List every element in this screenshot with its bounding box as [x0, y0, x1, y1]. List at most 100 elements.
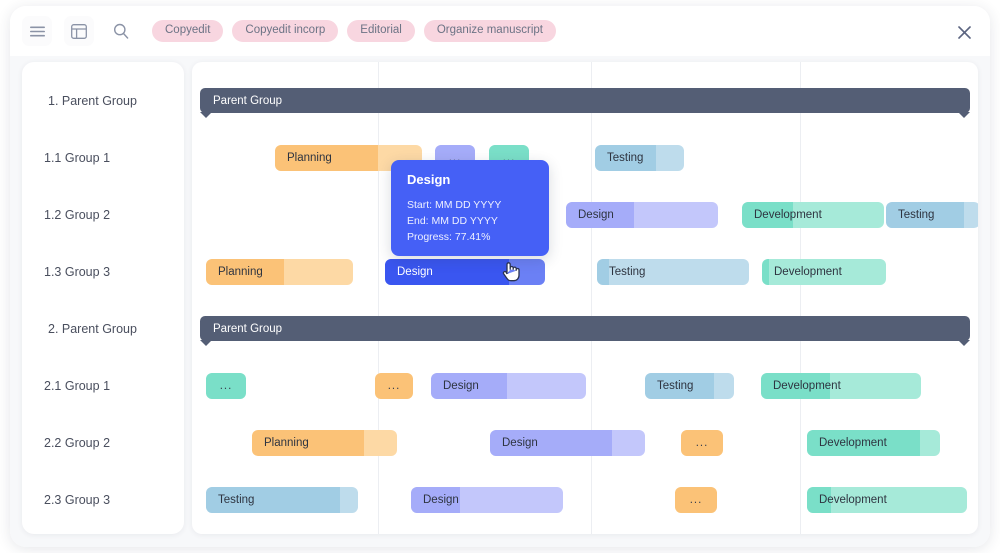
chip-copyedit[interactable]: Copyedit [152, 19, 224, 43]
sidebar-item-label: 2.2 Group 2 [44, 435, 111, 450]
search-icon[interactable] [106, 16, 136, 46]
tooltip-start-date: Start: MM DD YYYY [407, 199, 502, 211]
task-bar-design[interactable]: Design [566, 202, 718, 228]
task-progress-fill [807, 487, 831, 513]
task-bar-design[interactable]: Design [431, 373, 586, 399]
task-progress-fill [375, 373, 413, 399]
task-bar-collapsed[interactable]: ... [375, 373, 413, 399]
task-bar-development[interactable]: Development [807, 487, 967, 513]
timeline-gridline-1 [591, 62, 592, 534]
task-bar-design[interactable]: Design [490, 430, 645, 456]
hamburger-menu-icon[interactable] [22, 16, 52, 46]
task-bar-testing[interactable]: Testing [597, 259, 749, 285]
sidebar-item-1-parent-group[interactable]: 1. Parent Group [22, 72, 184, 129]
chip-organize-manuscript[interactable]: Organize manuscript [423, 19, 556, 43]
hamburger-glyph [29, 26, 45, 36]
sidebar-item-1-1-group-1[interactable]: 1.1 Group 1 [22, 129, 184, 186]
task-bar-label: Development [819, 494, 887, 506]
parent-bar-notch-icon [200, 112, 212, 118]
task-bar-collapsed[interactable]: ... [206, 373, 246, 399]
task-progress-fill [252, 430, 364, 456]
task-bar-development[interactable]: Development [762, 259, 886, 285]
task-bar-label: Testing [607, 152, 644, 164]
sidebar-item-2-1-group-1[interactable]: 2.1 Group 1 [22, 357, 184, 414]
task-progress-fill [595, 145, 656, 171]
task-progress-fill [206, 487, 340, 513]
tooltip-end-date: End: MM DD YYYY [407, 215, 498, 227]
task-progress-fill [566, 202, 635, 228]
task-bar-planning[interactable]: Planning [206, 259, 353, 285]
tooltip-title: Design [407, 172, 451, 187]
parent-group-bar[interactable]: Parent Group [200, 316, 970, 346]
task-bar-label: Development [819, 437, 887, 449]
chip-editorial[interactable]: Editorial [347, 19, 415, 43]
task-bar-planning[interactable]: Planning [252, 430, 397, 456]
table-glyph [71, 23, 87, 39]
task-bar-testing[interactable]: Testing [206, 487, 358, 513]
parent-bar-notch-icon [200, 340, 212, 346]
parent-group-bar[interactable]: Parent Group [200, 88, 970, 118]
sidebar-item-1-3-group-3[interactable]: 1.3 Group 3 [22, 243, 184, 300]
task-progress-fill [385, 259, 509, 285]
task-bar-label: Testing [609, 266, 646, 278]
task-progress-fill [807, 430, 921, 456]
task-bar-label: ... [387, 380, 401, 392]
task-progress-fill [206, 373, 246, 399]
tooltip-progress: Progress: 77.41% [407, 231, 491, 243]
task-bar-development[interactable]: Development [742, 202, 884, 228]
task-bar-collapsed[interactable]: ... [681, 430, 723, 456]
search-glyph [114, 23, 129, 39]
task-bar-label: Planning [218, 266, 263, 278]
task-bar-planning[interactable]: Planning [275, 145, 422, 171]
task-bar-label: Planning [264, 437, 309, 449]
task-bar-label: Planning [287, 152, 332, 164]
task-bar-label: ... [695, 437, 709, 449]
task-bar-development[interactable]: Development [807, 430, 940, 456]
task-progress-fill [681, 430, 723, 456]
task-bar-label: ... [448, 152, 462, 164]
sidebar-item-label: 1. Parent Group [48, 93, 137, 108]
timeline-gridline-2 [800, 62, 801, 534]
table-view-icon[interactable] [64, 16, 94, 46]
task-bar-label: ... [689, 494, 703, 506]
top-toolbar: Copyedit Copyedit incorp Editorial Organ… [10, 6, 990, 57]
sidebar-item-label: 2. Parent Group [48, 321, 137, 336]
task-bar-label: Development [754, 209, 822, 221]
parent-group-bar-label: Parent Group [213, 94, 283, 107]
task-bar-label: Design [578, 209, 614, 221]
task-bar-design[interactable]: Design [385, 259, 545, 285]
task-bar-design[interactable]: Design [411, 487, 563, 513]
sidebar-item-2-3-group-3[interactable]: 2.3 Group 3 [22, 471, 184, 528]
task-progress-fill [761, 373, 830, 399]
task-bar-label: Design [502, 437, 538, 449]
sidebar-item-2-parent-group[interactable]: 2. Parent Group [22, 300, 184, 357]
sidebar-item-1-2-group-2[interactable]: 1.2 Group 2 [22, 186, 184, 243]
task-bar-label: Design [423, 494, 459, 506]
parent-bar-notch-icon [958, 340, 970, 346]
parent-group-bar-label: Parent Group [213, 322, 283, 335]
task-bar-label: ... [219, 380, 233, 392]
sidebar-item-label: 1.2 Group 2 [44, 207, 111, 222]
sidebar-item-label: 2.1 Group 1 [44, 378, 111, 393]
task-bar-development[interactable]: Development [761, 373, 921, 399]
sidebar-item-label: 2.3 Group 3 [44, 492, 111, 507]
filter-chip-list: Copyedit Copyedit incorp Editorial Organ… [152, 19, 556, 43]
task-bar-collapsed[interactable]: ... [675, 487, 717, 513]
task-bar-label: Design [397, 266, 433, 278]
task-bar-label: Testing [898, 209, 935, 221]
task-progress-fill [597, 259, 610, 285]
task-progress-fill [206, 259, 284, 285]
close-icon[interactable] [954, 22, 974, 42]
task-bar-testing[interactable]: Testing [595, 145, 684, 171]
task-progress-fill [762, 259, 770, 285]
task-progress-fill [675, 487, 717, 513]
chip-copyedit-incorp[interactable]: Copyedit incorp [232, 19, 339, 43]
task-progress-fill [275, 145, 378, 171]
task-progress-fill [645, 373, 714, 399]
task-bar-label: Development [773, 380, 841, 392]
sidebar-item-2-2-group-2[interactable]: 2.2 Group 2 [22, 414, 184, 471]
task-bar-testing[interactable]: Testing [886, 202, 978, 228]
task-bar-testing[interactable]: Testing [645, 373, 734, 399]
